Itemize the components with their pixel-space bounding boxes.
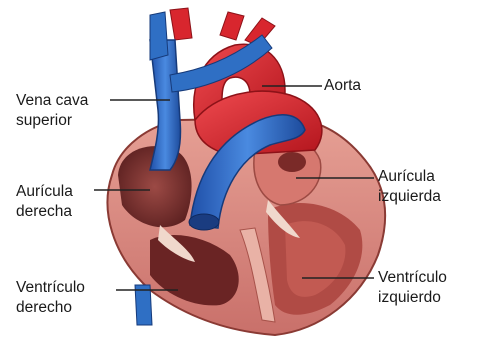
label-auricula-izquierda-line2: izquierda [378, 187, 441, 207]
label-ventriculo-izquierdo: Ventrículo izquierdo [378, 268, 447, 308]
label-vena-cava-line1: Vena cava [16, 91, 88, 111]
label-ventriculo-derecho-line1: Ventrículo [16, 278, 85, 298]
label-aorta: Aorta [324, 76, 361, 96]
label-vena-cava-superior: Vena cava superior [16, 91, 88, 131]
label-auricula-derecha-line1: Aurícula [16, 182, 73, 202]
label-ventriculo-izquierdo-line2: izquierdo [378, 288, 447, 308]
label-auricula-izquierda: Aurícula izquierda [378, 167, 441, 207]
label-aorta-line1: Aorta [324, 76, 361, 96]
aorta-branch-2 [220, 12, 244, 40]
label-vena-cava-line2: superior [16, 111, 88, 131]
label-ventriculo-izquierdo-line1: Ventrículo [378, 268, 447, 288]
superior-vena-cava [150, 40, 181, 170]
label-auricula-derecha-line2: derecha [16, 202, 73, 222]
label-ventriculo-derecho-line2: derecho [16, 298, 85, 318]
aorta-branch-1 [170, 8, 192, 40]
label-auricula-izquierda-line1: Aurícula [378, 167, 441, 187]
label-auricula-derecha: Aurícula derecha [16, 182, 73, 222]
pulmonary-vein-opening [278, 152, 306, 172]
brachiocephalic-vein [150, 12, 168, 60]
inferior-vena-cava [135, 285, 152, 325]
pulmonary-valve-opening [189, 214, 219, 230]
label-ventriculo-derecho: Ventrículo derecho [16, 278, 85, 318]
